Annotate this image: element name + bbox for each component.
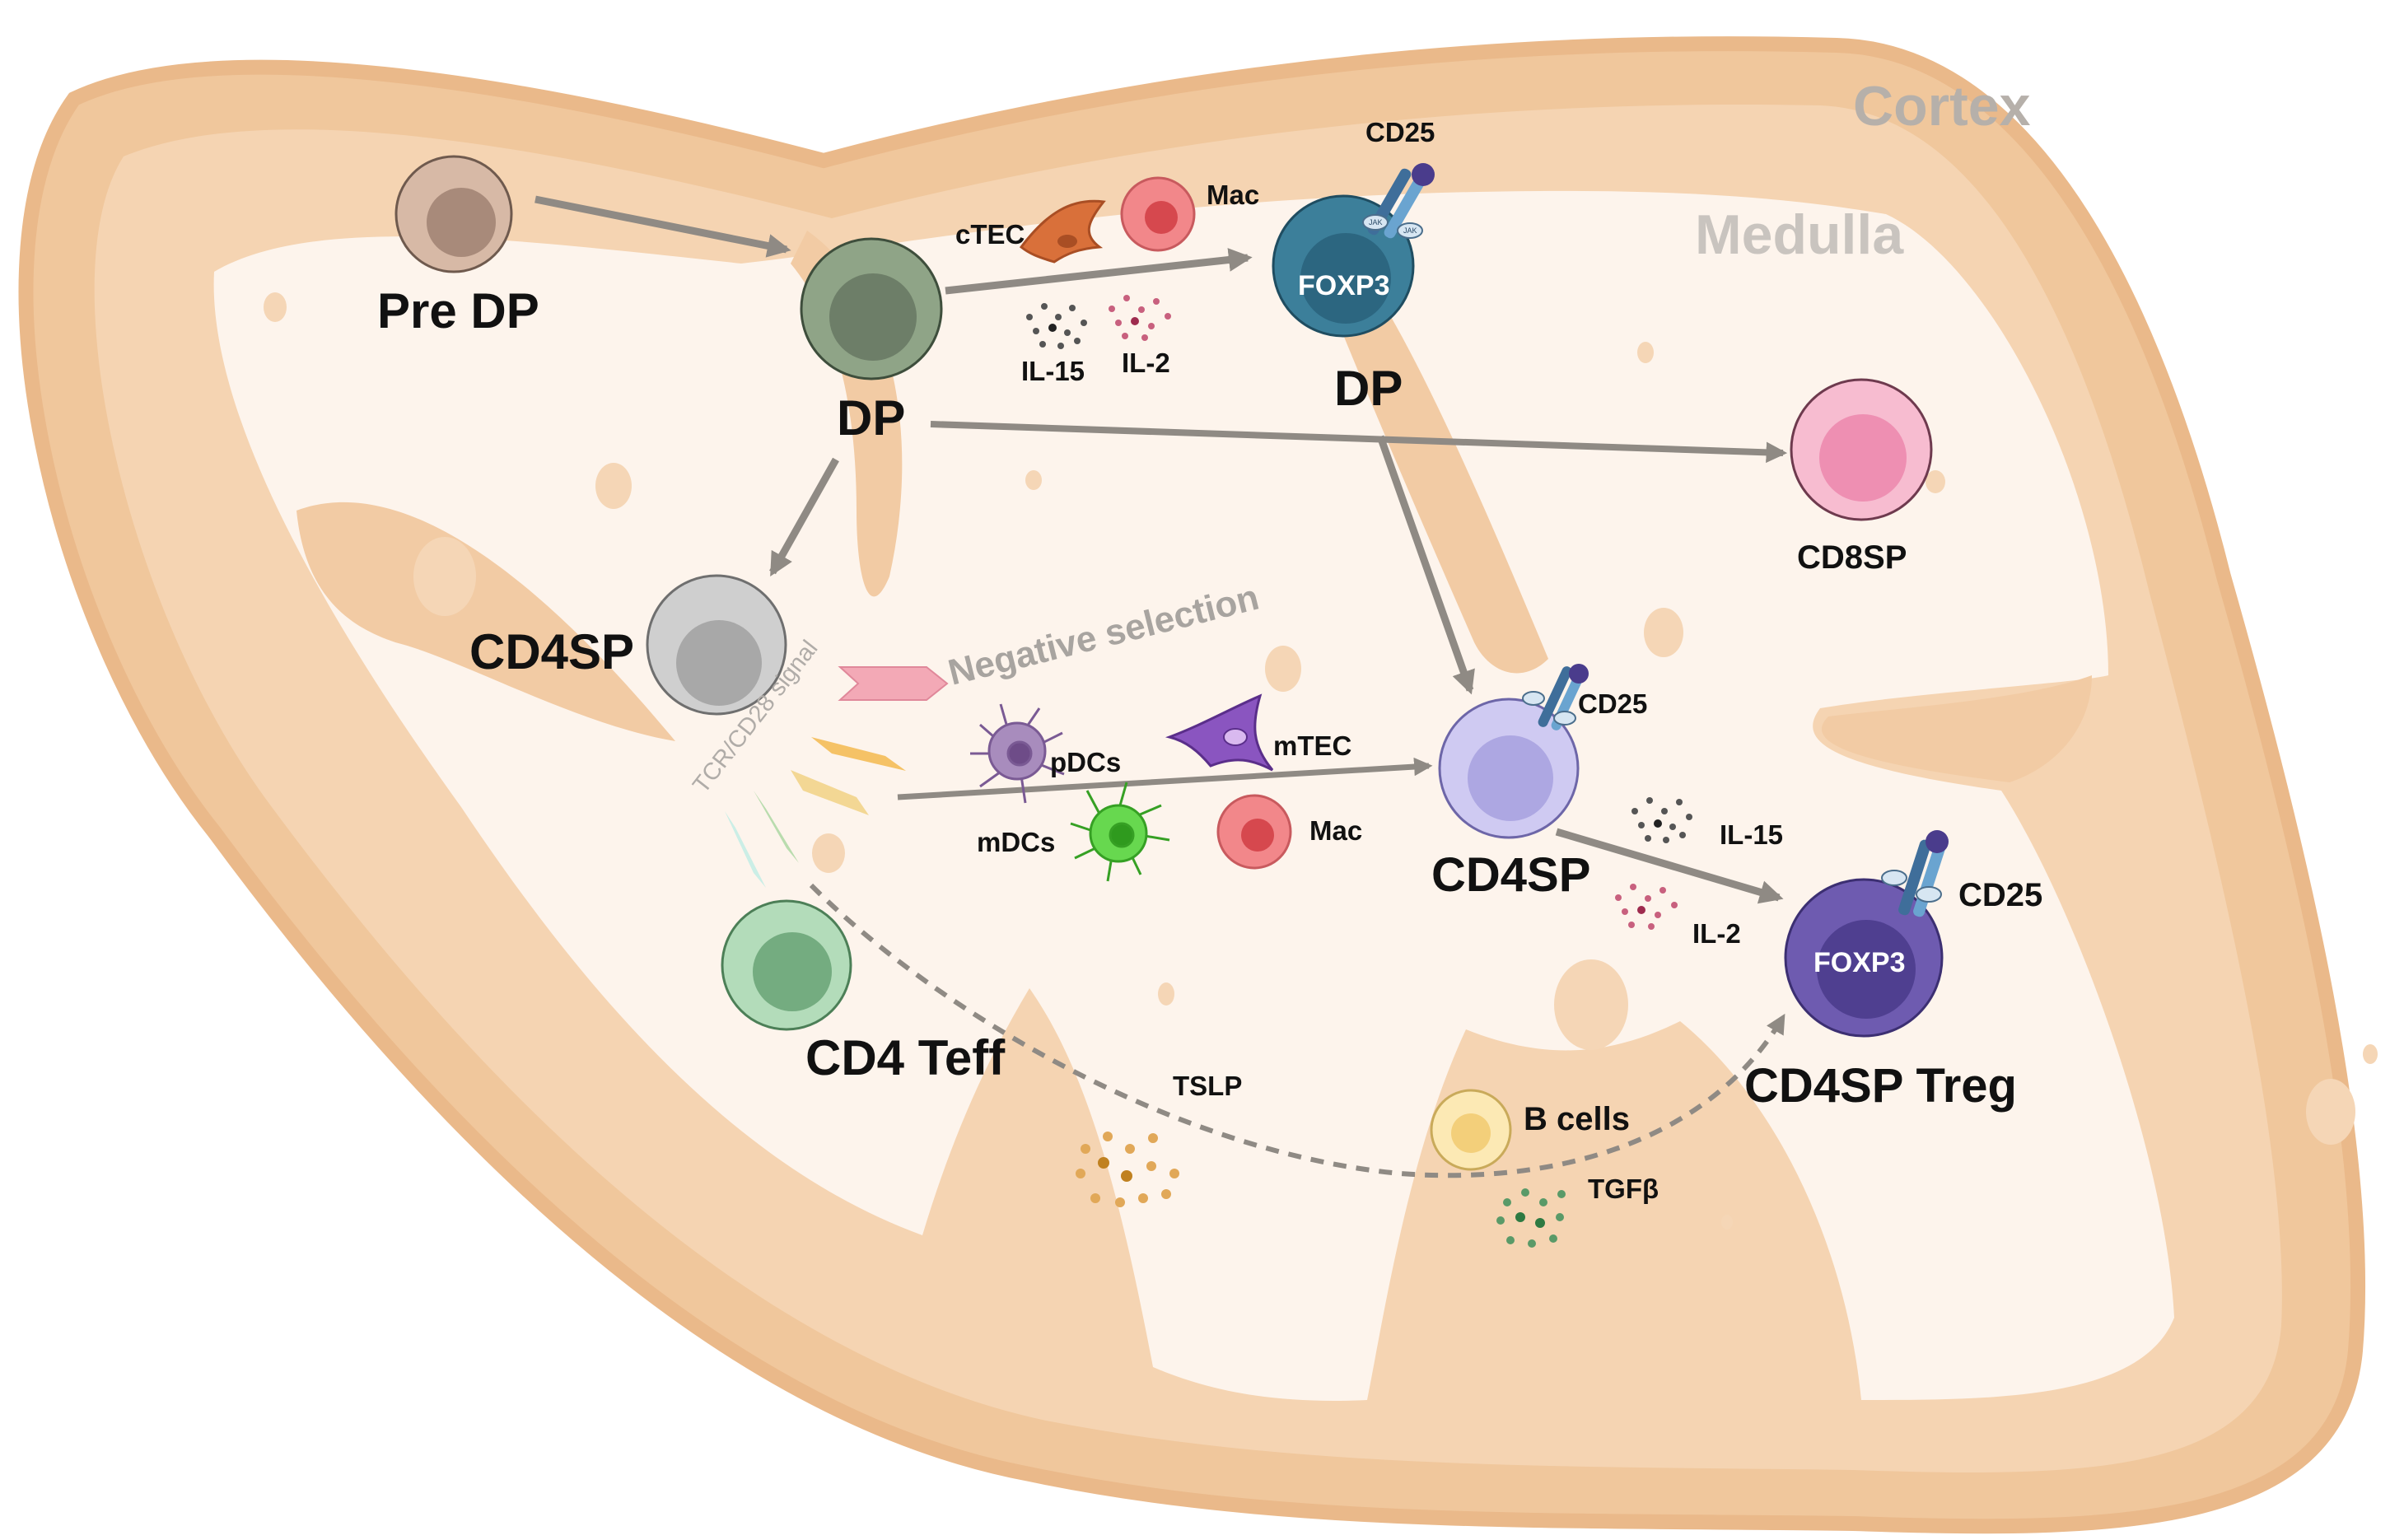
svg-text:JAK: JAK [1403,226,1417,235]
mac-top-label: Mac [1207,180,1259,210]
pre-dp-cell [394,155,513,273]
mac-cell-middle [1216,794,1292,870]
cd8sp-cell [1790,378,1933,521]
il2-label-top: IL-2 [1122,348,1170,378]
b-cells [1430,1089,1512,1171]
cd4sp-cell-center [1438,698,1580,839]
pdcs-label: pDCs [1050,747,1121,777]
svg-text:JAK: JAK [1369,218,1383,226]
trabecula-left-2 [296,502,675,741]
tgfb-label: TGFβ [1588,1174,1659,1204]
cd25-receptor-center [1522,664,1589,730]
mac-middle-label: Mac [1309,815,1362,846]
cd25-label-top: CD25 [1365,117,1435,147]
cd4-teff-cell [721,899,852,1031]
cd4sp-cell-left [646,574,787,716]
arrow-cd4sp-to-treg [1555,828,1784,904]
mdcs-cell [1070,782,1170,882]
tslp-label: TSLP [1173,1071,1242,1101]
arrows [534,195,1788,1178]
vesicles [264,292,2378,1230]
il15-label-right: IL-15 [1720,819,1783,850]
ctec-label: cTEC [955,219,1025,250]
mtec-cell [1165,693,1274,772]
tslp-dots [1076,1132,1179,1207]
cd8sp-label: CD8SP [1797,539,1907,576]
dp-cell-left [800,237,943,380]
thymus-lobule [18,36,2378,1534]
arrow-dp-to-cd4sp [769,457,839,577]
signal-bars [725,737,906,888]
arrow-dp-to-cd8sp [930,421,1788,464]
foxp3-label-treg: FOXP3 [1814,947,1905,978]
mdcs-label: mDCs [977,827,1055,857]
cd4sp-left-label: CD4SP [469,624,634,679]
cd4sp-treg-label: CD4SP Treg [1744,1059,2017,1113]
arrow-dp-foxp3-to-cd4sp [1376,435,1475,695]
pdcs-cell [970,703,1065,804]
il2-label-right: IL-2 [1692,918,1741,949]
cd25-receptor-treg [1881,830,1949,917]
foxp3-label-top: FOXP3 [1298,270,1389,301]
dp-right-label: DP [1334,361,1403,416]
il2-dots-top [1109,295,1171,341]
cortex-label: Cortex [1853,75,2031,138]
ctec-cell [1019,199,1106,264]
il15-dots-right [1631,797,1692,843]
arrow-signal-to-cd4sp [897,757,1433,800]
negative-selection-box [838,666,949,701]
dp-foxp3-cell [1272,194,1415,338]
cd25-label-treg: CD25 [1958,877,2042,913]
mtec-label: mTEC [1273,730,1351,761]
trabecula-center [1318,231,1548,674]
arrow-dp-to-dp-foxp3 [945,248,1253,295]
cd25-receptor-top: JAK JAK [1362,163,1435,239]
cd4sp-center-label: CD4SP [1431,848,1590,902]
mac-cell-top [1120,176,1196,252]
cd4sp-treg-cell [1784,878,1944,1038]
trabecula-right [1821,675,2092,782]
pre-dp-label: Pre DP [377,283,539,338]
tgfb-dots [1496,1188,1566,1248]
arrow-predp-to-dp [534,195,791,258]
il15-dots-top [1026,303,1087,349]
il2-dots-right [1615,884,1678,930]
b-cells-label: B cells [1524,1101,1630,1137]
arrow-teff-to-treg-dashed [809,883,1785,1178]
cd25-label-center: CD25 [1578,688,1647,719]
dp-left-label: DP [837,390,905,446]
medulla-label: Medulla [1695,203,1904,266]
il15-label-top: IL-15 [1021,356,1085,386]
medulla [213,190,2174,1401]
cd4-teff-label: CD4 Teff [805,1030,1006,1085]
